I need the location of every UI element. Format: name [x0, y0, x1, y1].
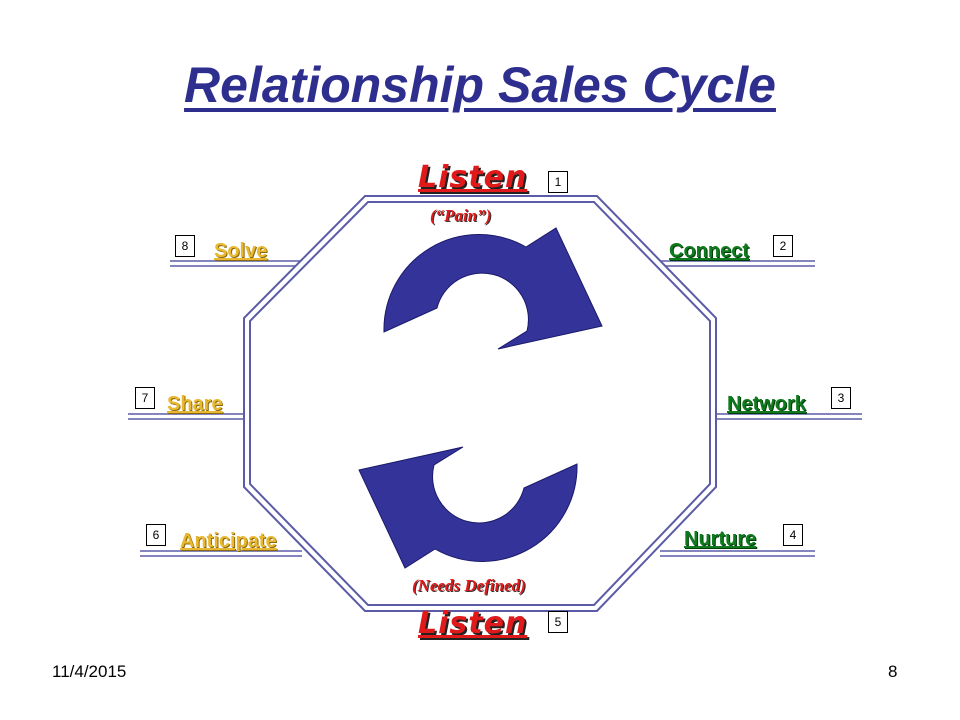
nurture-label: Nurture — [684, 528, 757, 550]
step-number-5: 5 — [548, 611, 568, 633]
share-label: Share — [167, 393, 223, 415]
step-number-7: 7 — [135, 387, 155, 409]
upper-cycle-arrow — [383, 227, 603, 350]
footer-page-number: 8 — [888, 662, 898, 681]
needs-defined-label: (Needs Defined) — [412, 576, 526, 595]
step-number-3: 3 — [831, 387, 851, 409]
octagon-outer — [243, 195, 717, 612]
step-number-8: 8 — [175, 235, 195, 257]
octagon-inner — [249, 201, 711, 606]
network-label: Network — [727, 393, 806, 415]
anticipate-label: Anticipate — [180, 530, 277, 552]
page-title: Relationship Sales Cycle — [184, 57, 776, 113]
connector-lines — [128, 260, 862, 557]
connect-label: Connect — [669, 240, 749, 262]
listen-bottom-label: Listen — [418, 606, 528, 641]
lower-cycle-arrow — [358, 446, 578, 569]
step-number-2: 2 — [773, 235, 793, 257]
step-number-1: 1 — [548, 171, 568, 193]
step-number-6: 6 — [146, 524, 166, 546]
solve-label: Solve — [214, 240, 268, 262]
listen-top-label: Listen — [418, 160, 528, 195]
footer-date: 11/4/2015 — [52, 662, 127, 681]
step-number-4: 4 — [783, 524, 803, 546]
pain-label: (“Pain”) — [430, 206, 492, 225]
